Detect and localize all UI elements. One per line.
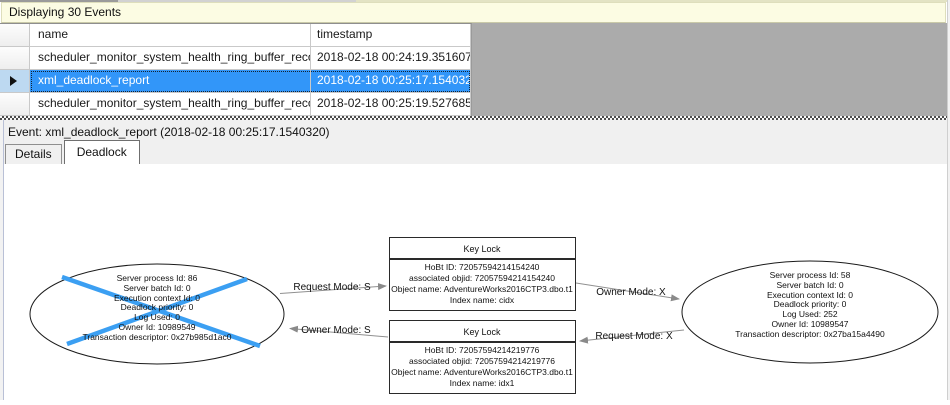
process-line: Server process Id: 58	[770, 270, 851, 280]
current-row-arrow-icon	[10, 76, 17, 86]
edge-label-owner-x: Owner Mode: X	[596, 287, 666, 298]
detail-tabs: Details Deadlock	[5, 140, 140, 164]
table-row[interactable]: scheduler_monitor_system_health_ring_buf…	[0, 47, 471, 70]
column-header-name[interactable]: name	[30, 24, 311, 47]
process-line: Transaction descriptor: 0x27ba15a4490	[735, 329, 885, 339]
resource-line: Index name: idx1	[450, 378, 515, 388]
window-left-edge	[0, 120, 4, 400]
resource-line: associated objid: 72057594214154240	[409, 273, 555, 283]
deadlock-graph: Request Mode: S Owner Mode: S Owner Mode…	[29, 237, 939, 394]
process-line: Server batch Id: 0	[776, 280, 843, 290]
process-node[interactable]: Server process Id: 58 Server batch Id: 0…	[681, 260, 939, 364]
process-line: Owner Id: 10989547	[771, 319, 848, 329]
event-timestamp-cell[interactable]: 2018-02-18 00:25:19.5276859	[311, 93, 471, 116]
selected-event-label: Event: xml_deadlock_report (2018-02-18 0…	[8, 125, 330, 139]
tab-deadlock[interactable]: Deadlock	[63, 140, 140, 164]
edge-owner-x-arrow	[575, 282, 680, 302]
row-selector-header	[0, 24, 30, 47]
process-node-victim[interactable]: Server process Id: 86 Server batch Id: 0…	[29, 263, 285, 365]
resource-line: associated objid: 72057594214219776	[409, 356, 555, 366]
process-line: Owner Id: 10989549	[118, 322, 195, 332]
edge-owner-s-arrow	[289, 325, 389, 338]
grid-header-row: name timestamp	[0, 24, 471, 47]
process-line: Deadlock priority: 0	[121, 302, 194, 312]
resource-title: Key Lock	[463, 244, 501, 254]
table-row-selected[interactable]: xml_deadlock_report 2018-02-18 00:25:17.…	[0, 70, 471, 93]
window-right-edge	[947, 0, 950, 400]
edge-label-request-s: Request Mode: S	[293, 282, 371, 293]
toolbar-edge	[0, 0, 950, 2]
column-header-timestamp[interactable]: timestamp	[311, 24, 471, 47]
process-line: Execution context Id: 0	[767, 290, 853, 300]
process-line: Server process Id: 86	[117, 273, 198, 283]
table-row[interactable]: scheduler_monitor_system_health_ring_buf…	[0, 93, 471, 116]
process-line: Transaction descriptor: 0x27b985d1ac0	[83, 332, 232, 342]
resource-line: HoBt ID: 72057594214154240	[425, 262, 540, 272]
event-detail-pane: Event: xml_deadlock_report (2018-02-18 0…	[0, 120, 950, 400]
process-line: Server batch Id: 0	[123, 283, 190, 293]
process-line: Deadlock priority: 0	[774, 299, 847, 309]
event-timestamp-cell[interactable]: 2018-02-18 00:24:19.3516078	[311, 47, 471, 70]
events-grid[interactable]: name timestamp scheduler_monitor_system_…	[0, 23, 472, 116]
resource-line: Object name: AdventureWorks2016CTP3.dbo.…	[391, 284, 573, 294]
process-line: Execution context Id: 0	[114, 293, 200, 303]
pane-splitter[interactable]	[0, 116, 950, 120]
row-selector[interactable]	[0, 47, 30, 70]
deadlock-edges	[279, 282, 685, 344]
process-line: Log Used: 252	[782, 309, 838, 319]
process-line: Log Used: 0	[134, 312, 180, 322]
victim-cross-icon	[66, 276, 248, 347]
deadlock-graph-canvas: Request Mode: S Owner Mode: S Owner Mode…	[0, 164, 950, 400]
row-selector[interactable]	[0, 93, 30, 116]
resource-node-keylock-top[interactable]: Key Lock HoBt ID: 72057594214154240 asso…	[389, 237, 576, 311]
row-selector-current[interactable]	[0, 70, 30, 93]
event-timestamp-cell[interactable]: 2018-02-18 00:25:17.1540320	[311, 70, 471, 93]
resource-line: Object name: AdventureWorks2016CTP3.dbo.…	[391, 367, 573, 377]
edge-label-request-x: Request Mode: X	[595, 331, 673, 342]
edge-request-x-arrow	[579, 329, 685, 344]
tab-details[interactable]: Details	[5, 144, 62, 164]
events-count-label: Displaying 30 Events	[9, 5, 122, 19]
event-name-cell[interactable]: scheduler_monitor_system_health_ring_buf…	[30, 93, 311, 116]
resource-title: Key Lock	[463, 327, 501, 337]
resource-line: Index name: cidx	[450, 295, 515, 305]
resource-node-keylock-bottom[interactable]: Key Lock HoBt ID: 72057594214219776 asso…	[389, 320, 576, 394]
events-count-bar: Displaying 30 Events	[1, 2, 946, 23]
event-name-cell[interactable]: scheduler_monitor_system_health_ring_buf…	[30, 47, 311, 70]
event-name-cell[interactable]: xml_deadlock_report	[30, 70, 311, 93]
edge-request-s-arrow	[279, 283, 387, 294]
edge-label-owner-s: Owner Mode: S	[301, 325, 371, 336]
resource-line: HoBt ID: 72057594214219776	[425, 345, 540, 355]
